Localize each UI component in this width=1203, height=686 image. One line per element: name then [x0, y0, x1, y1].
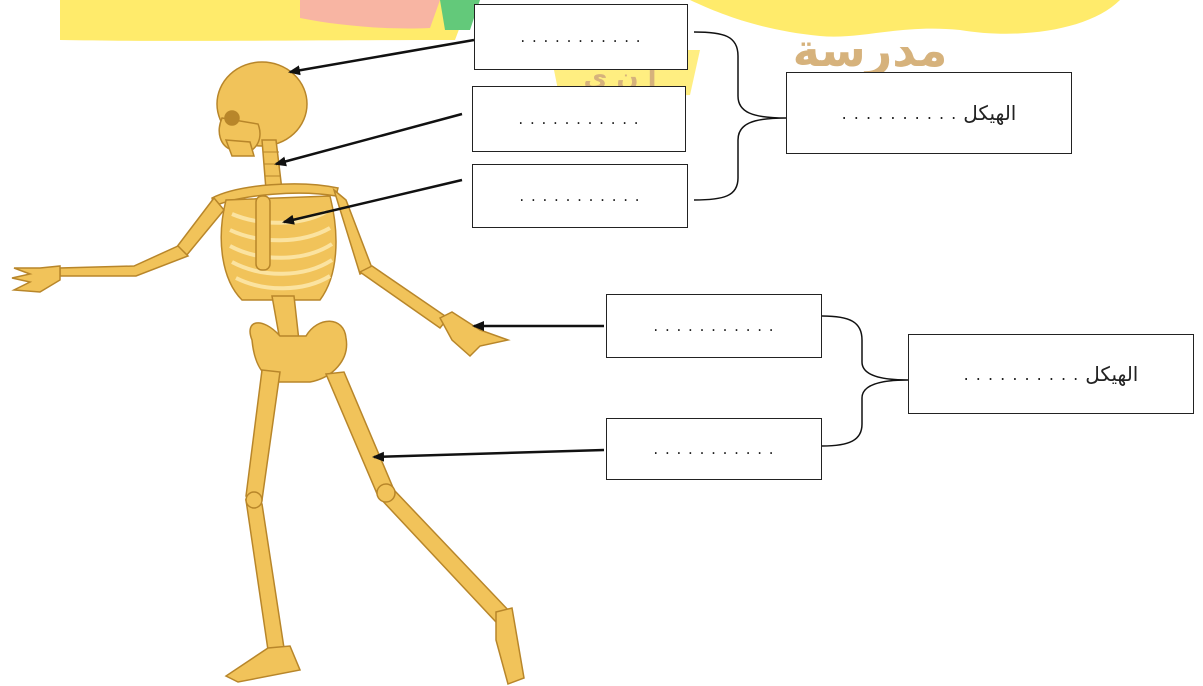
arrow-leg — [374, 450, 604, 457]
skull-eye-socket — [225, 111, 239, 125]
skull-jaw — [226, 140, 254, 156]
answer-placeholder: . . . . . . . . . . . — [653, 440, 774, 458]
arrow-skull — [290, 40, 474, 72]
forearm-right — [360, 266, 448, 328]
group-placeholder: . . . . . . . . . . — [964, 365, 1080, 384]
group-box-appendicular[interactable]: الهيكل . . . . . . . . . . — [908, 334, 1194, 414]
foot-right — [226, 646, 300, 682]
cervical-spine — [262, 140, 282, 190]
tibia-left — [378, 490, 510, 622]
skeleton-illustration — [12, 62, 524, 684]
answer-box-spine[interactable]: . . . . . . . . . . . — [472, 86, 686, 152]
group-box-axial[interactable]: الهيكل . . . . . . . . . . — [786, 72, 1072, 154]
foot-left — [496, 608, 524, 684]
answer-placeholder: . . . . . . . . . . . — [653, 317, 774, 335]
group-placeholder: . . . . . . . . . . — [842, 104, 958, 123]
brace-appendicular — [822, 316, 908, 446]
femur-left — [326, 372, 394, 496]
answer-box-hand[interactable]: . . . . . . . . . . . — [606, 294, 822, 358]
forearm-left — [60, 246, 188, 276]
sternum — [256, 196, 270, 270]
humerus-left — [176, 198, 224, 256]
group-label: الهيكل — [1085, 362, 1138, 386]
knee-left — [377, 484, 395, 502]
hand-left — [12, 266, 60, 292]
answer-placeholder: . . . . . . . . . . . — [520, 28, 641, 46]
hand-right — [440, 312, 508, 356]
arrow-spine — [276, 114, 462, 164]
femur-right — [246, 370, 280, 500]
answer-box-ribcage[interactable]: . . . . . . . . . . . — [472, 164, 688, 228]
answer-placeholder: . . . . . . . . . . . — [519, 187, 640, 205]
brace-axial — [694, 32, 786, 200]
watermark-text: مدرسة — [793, 23, 948, 77]
group-label: الهيكل — [963, 101, 1016, 125]
answer-placeholder: . . . . . . . . . . . — [518, 110, 639, 128]
answer-box-leg[interactable]: . . . . . . . . . . . — [606, 418, 822, 480]
knee-right — [246, 492, 262, 508]
tibia-right — [246, 500, 284, 650]
answer-box-skull[interactable]: . . . . . . . . . . . — [474, 4, 688, 70]
